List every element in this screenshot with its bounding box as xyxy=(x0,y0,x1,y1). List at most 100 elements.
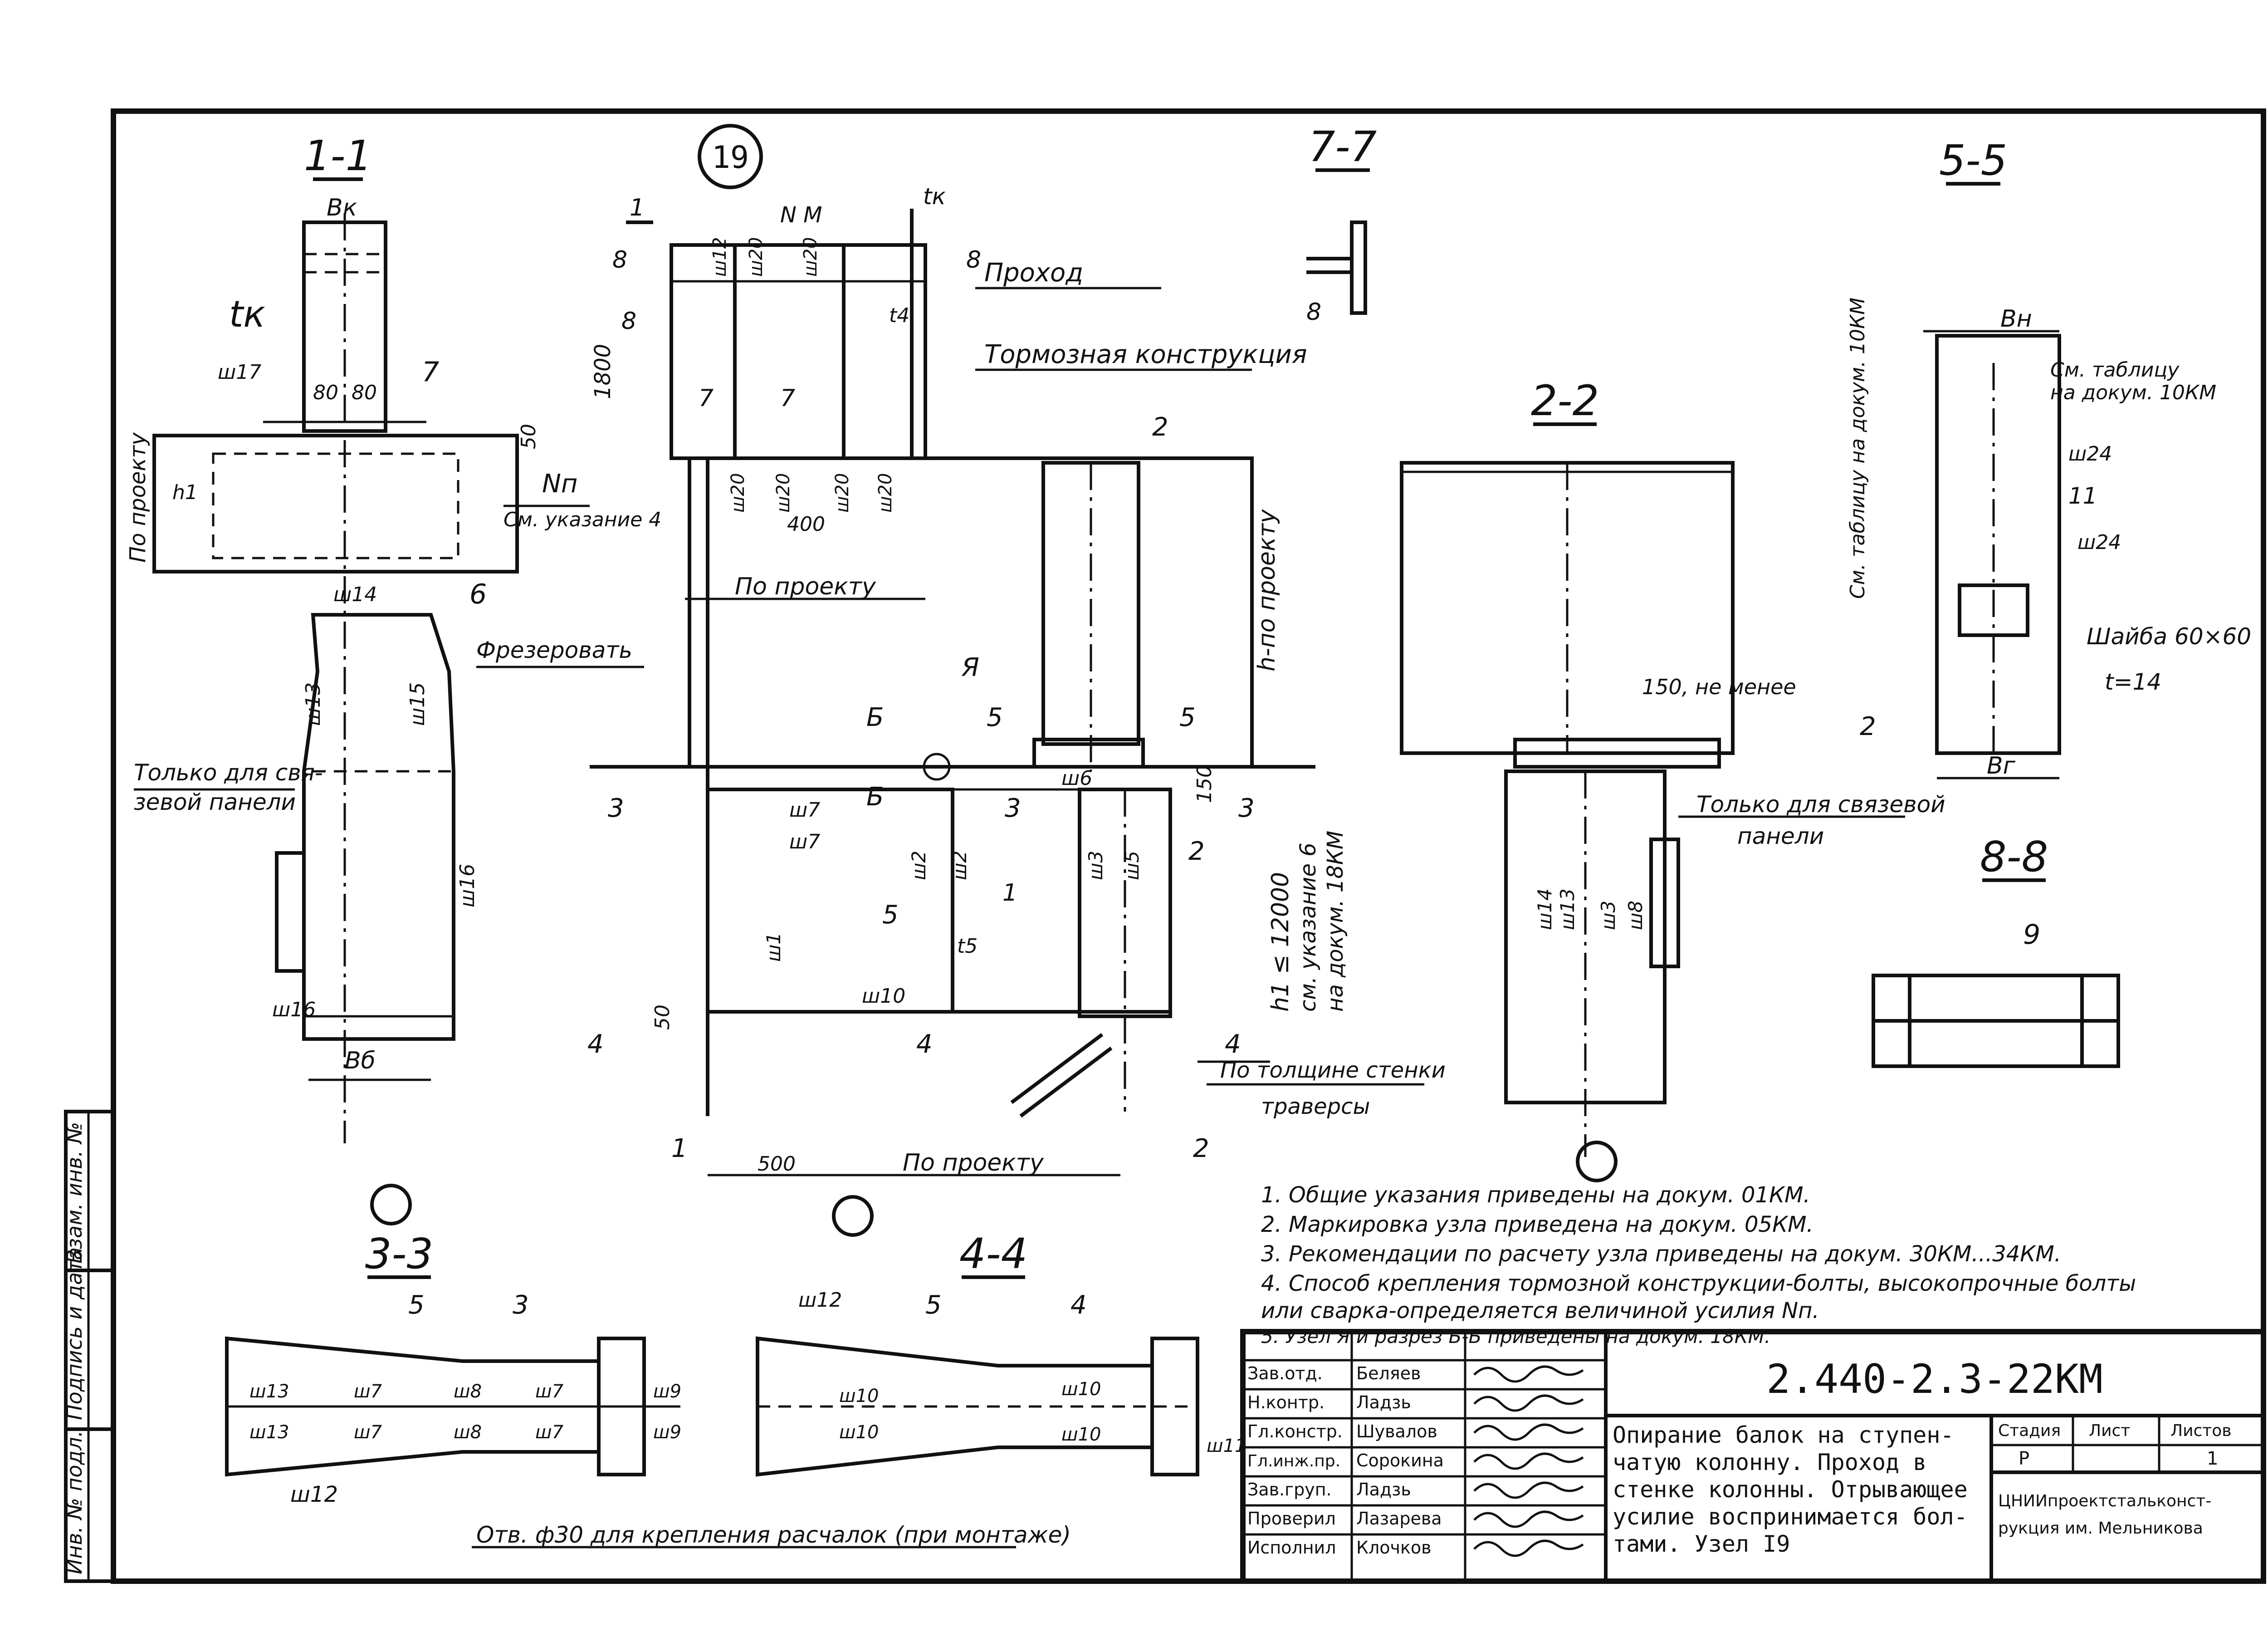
weld-w7-33d: ш7 xyxy=(535,1422,564,1443)
mark-4-c: 4 xyxy=(1225,1029,1241,1059)
weld-w8-33b: ш8 xyxy=(454,1422,482,1443)
side-stamp-sign: Подпись и дата xyxy=(62,1247,87,1420)
signatures xyxy=(1473,1365,1584,1557)
weld-w24-a: ш24 xyxy=(2068,442,2112,466)
label-h1-note-2: см. указание 6 xyxy=(1295,843,1321,1012)
weld-w11-44: ш11 xyxy=(1207,1436,1246,1456)
section-2-2: 2-2 150, не менее ш14 ш13 ш3 ш8 Только д… xyxy=(1400,377,1945,1182)
mark-3-b: 3 xyxy=(1238,794,1255,823)
tb-name-4: Ладзь xyxy=(1356,1480,1411,1500)
mark-8-c: 8 xyxy=(621,308,636,335)
weld-w12-top: ш12 xyxy=(709,237,730,277)
weld-w12-33: ш12 xyxy=(290,1482,338,1507)
tb-name-1: Ладзь xyxy=(1356,1392,1411,1412)
mark-5-33: 5 xyxy=(408,1290,425,1320)
section-title-3-3: 3-3 xyxy=(365,1230,433,1278)
weld-w13-33a: ш13 xyxy=(249,1381,289,1402)
label-nn: Nп xyxy=(542,469,578,499)
tb-role-3: Гл.инж.пр. xyxy=(1247,1452,1340,1470)
label-tk-top: tк xyxy=(923,183,946,210)
mark-5-b: 5 xyxy=(1179,703,1196,732)
svg-text:h1: h1 xyxy=(172,481,198,504)
dim-500: 500 xyxy=(758,1152,796,1176)
weld-w13-1: ш13 xyxy=(302,682,325,726)
section-title-2-2: 2-2 xyxy=(1531,377,1599,425)
mark-5-44: 5 xyxy=(925,1290,942,1320)
weld-w10-44c: ш10 xyxy=(1061,1379,1101,1400)
tb-role-4: Зав.груп. xyxy=(1247,1480,1332,1500)
mark-3-c: 3 xyxy=(1005,794,1021,823)
section-8-8: 8-8 9 xyxy=(1872,833,2120,1068)
label-bk: Вк xyxy=(327,194,357,221)
section-title-1-1: 1-1 xyxy=(304,132,372,180)
tb-role-0: Зав.отд. xyxy=(1247,1363,1323,1383)
side-stamp-replace: Взам. инв. № xyxy=(62,1122,87,1264)
svg-text:t4: t4 xyxy=(889,304,909,327)
note-3: 3. Рекомендации по расчету узла приведен… xyxy=(1261,1241,2061,1267)
label-tolko-svyaz-r2: панели xyxy=(1737,823,1824,849)
side-stamp: Инв. № подл. Подпись и дата Взам. инв. № xyxy=(62,1110,115,1583)
dim-50: 50 xyxy=(517,424,540,449)
label-tk: tк xyxy=(229,293,265,335)
dim-400: 400 xyxy=(787,513,825,536)
mark-7-a: 7 xyxy=(699,385,714,412)
mark-7-b: 7 xyxy=(780,385,795,412)
tb-role-6: Исполнил xyxy=(1247,1538,1336,1558)
label-po-proektu-mid: По проекту xyxy=(735,573,876,600)
weld-w17-1: ш17 xyxy=(218,361,261,384)
section-1-1: 1-1 Вк tк ш17 80 80 7 50 Nп См. указание… xyxy=(125,132,661,1225)
drawing-frame xyxy=(111,108,2266,1584)
svg-text:t5: t5 xyxy=(957,935,978,958)
dim-50b: 50 xyxy=(651,1005,674,1030)
section-title-4-4: 4-4 xyxy=(959,1230,1027,1278)
weld-w14-1: ш14 xyxy=(333,583,377,606)
dim-80a: 80 xyxy=(313,381,338,404)
side-stamp-inv: Инв. № подл. xyxy=(62,1431,87,1574)
mark-4-a: 4 xyxy=(587,1029,604,1059)
dim-80b: 80 xyxy=(352,381,377,404)
dim-150: 150 xyxy=(1193,765,1216,803)
label-h1-note-3: на докум. 18КМ xyxy=(1323,831,1348,1012)
label-ya: Я xyxy=(961,653,979,682)
tb-desc-2: стенке колонны. Отрывающее xyxy=(1613,1476,1968,1503)
document-code: 2.440-2.3-22КМ xyxy=(1766,1356,2103,1402)
mark-4-44: 4 xyxy=(1070,1290,1087,1320)
weld-w3: ш3 xyxy=(1085,851,1107,880)
tb-name-5: Лазарева xyxy=(1356,1509,1442,1529)
tb-role-2: Гл.констр. xyxy=(1247,1421,1343,1441)
note-4b: или сварка-определяется величиной усилия… xyxy=(1261,1298,1819,1323)
tb-sheets: 1 xyxy=(2207,1448,2218,1469)
label-bn: Вн xyxy=(2000,305,2032,333)
mark-2-55: 2 xyxy=(1860,712,1876,741)
mark-5-a: 5 xyxy=(987,703,1003,732)
tb-org-1: ЦНИИпроектстальконст- xyxy=(1998,1492,2211,1510)
mark-b-a: Б xyxy=(866,703,884,732)
weld-w5: ш5 xyxy=(1121,851,1143,880)
weld-w20-d: ш20 xyxy=(773,473,794,513)
weld-w20-b: ш20 xyxy=(800,237,821,277)
label-h1-note: h1 ≤ 12000 xyxy=(1267,872,1294,1012)
tb-name-2: Шувалов xyxy=(1356,1421,1437,1441)
label-shaiba-1: Шайба 60×60 xyxy=(2087,623,2251,650)
weld-w13-22: ш13 xyxy=(1556,888,1579,930)
weld-w10-44d: ш10 xyxy=(1061,1424,1101,1445)
node-marker: 19 xyxy=(698,124,763,189)
weld-w9-33b: ш9 xyxy=(653,1422,681,1443)
tb-desc-4: тами. Узел I9 xyxy=(1613,1531,1790,1557)
label-tolko-svyaz-r1: Только для связевой xyxy=(1696,791,1945,818)
tb-sheet-header: Лист xyxy=(2089,1421,2130,1440)
note-4: 4. Способ крепления тормозной конструкци… xyxy=(1261,1271,2136,1296)
weld-w20-f: ш20 xyxy=(875,473,896,513)
section-title-8-8: 8-8 xyxy=(1980,833,2048,881)
label-sm-ukazanie4: См. указание 4 xyxy=(503,508,661,531)
mark-2-bot: 2 xyxy=(1193,1134,1209,1163)
mark-11: 11 xyxy=(2068,483,2097,509)
note-2: 2. Маркировка узла приведена на докум. 0… xyxy=(1261,1212,1813,1237)
weld-w8-22: ш8 xyxy=(1624,901,1647,930)
weld-w8-33a: ш8 xyxy=(454,1381,482,1402)
weld-w7-b: ш7 xyxy=(789,830,820,853)
mark-3-33: 3 xyxy=(513,1290,529,1320)
weld-w13-33b: ш13 xyxy=(249,1422,289,1443)
mark-4-b: 4 xyxy=(916,1029,933,1059)
weld-w1: ш1 xyxy=(763,932,785,962)
